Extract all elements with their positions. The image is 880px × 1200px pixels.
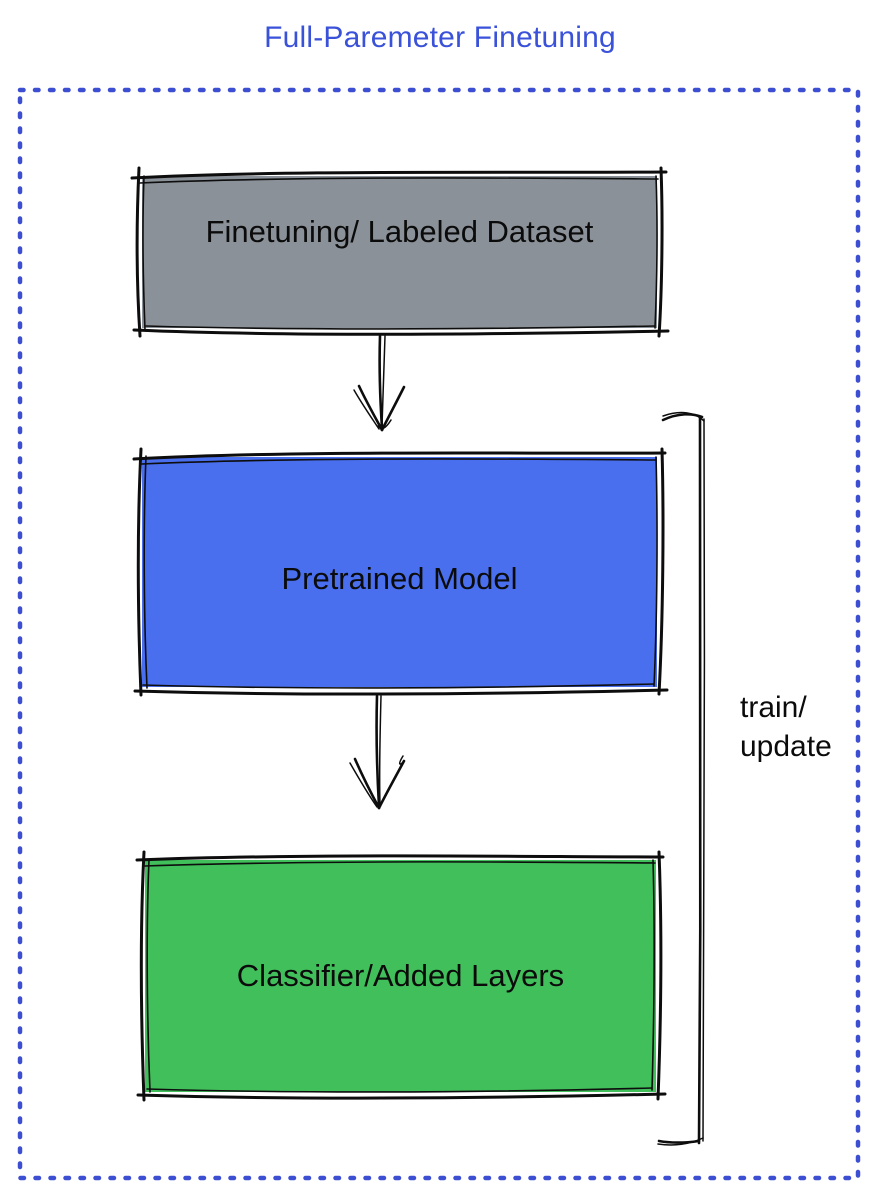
classifier-box-label: Classifier/Added Layers	[236, 958, 565, 993]
pretrained-box-border	[132, 447, 669, 697]
pretrained-box-label: Pretrained Model	[281, 561, 518, 596]
pretrained-box-fill	[142, 457, 657, 687]
dataset-box-fill	[142, 176, 657, 328]
sketch-stroke-group	[130, 166, 706, 1146]
dataset-box: Finetuning/ Labeled Dataset	[138, 172, 661, 332]
train-update-bracket	[657, 411, 706, 1146]
dotted-frame	[17, 87, 861, 1181]
classifier-box-fill	[145, 860, 656, 1092]
down-arrow-pretrained-to-classifier	[349, 694, 406, 810]
classifier-box: Classifier/Added Layers	[141, 856, 660, 1096]
pretrained-box: Pretrained Model	[138, 453, 661, 691]
dataset-box-border	[130, 166, 670, 338]
classifier-box-border	[135, 850, 667, 1102]
train-update-label-line2: update	[740, 730, 832, 763]
train-update-label-line1: train/	[740, 691, 807, 724]
dataset-box-label: Finetuning/ Labeled Dataset	[205, 214, 594, 249]
down-arrow-dataset-to-pretrained	[353, 334, 406, 432]
train-update-label: train/ update	[740, 688, 832, 766]
diagram-title: Full-Paremeter Finetuning	[264, 21, 616, 54]
